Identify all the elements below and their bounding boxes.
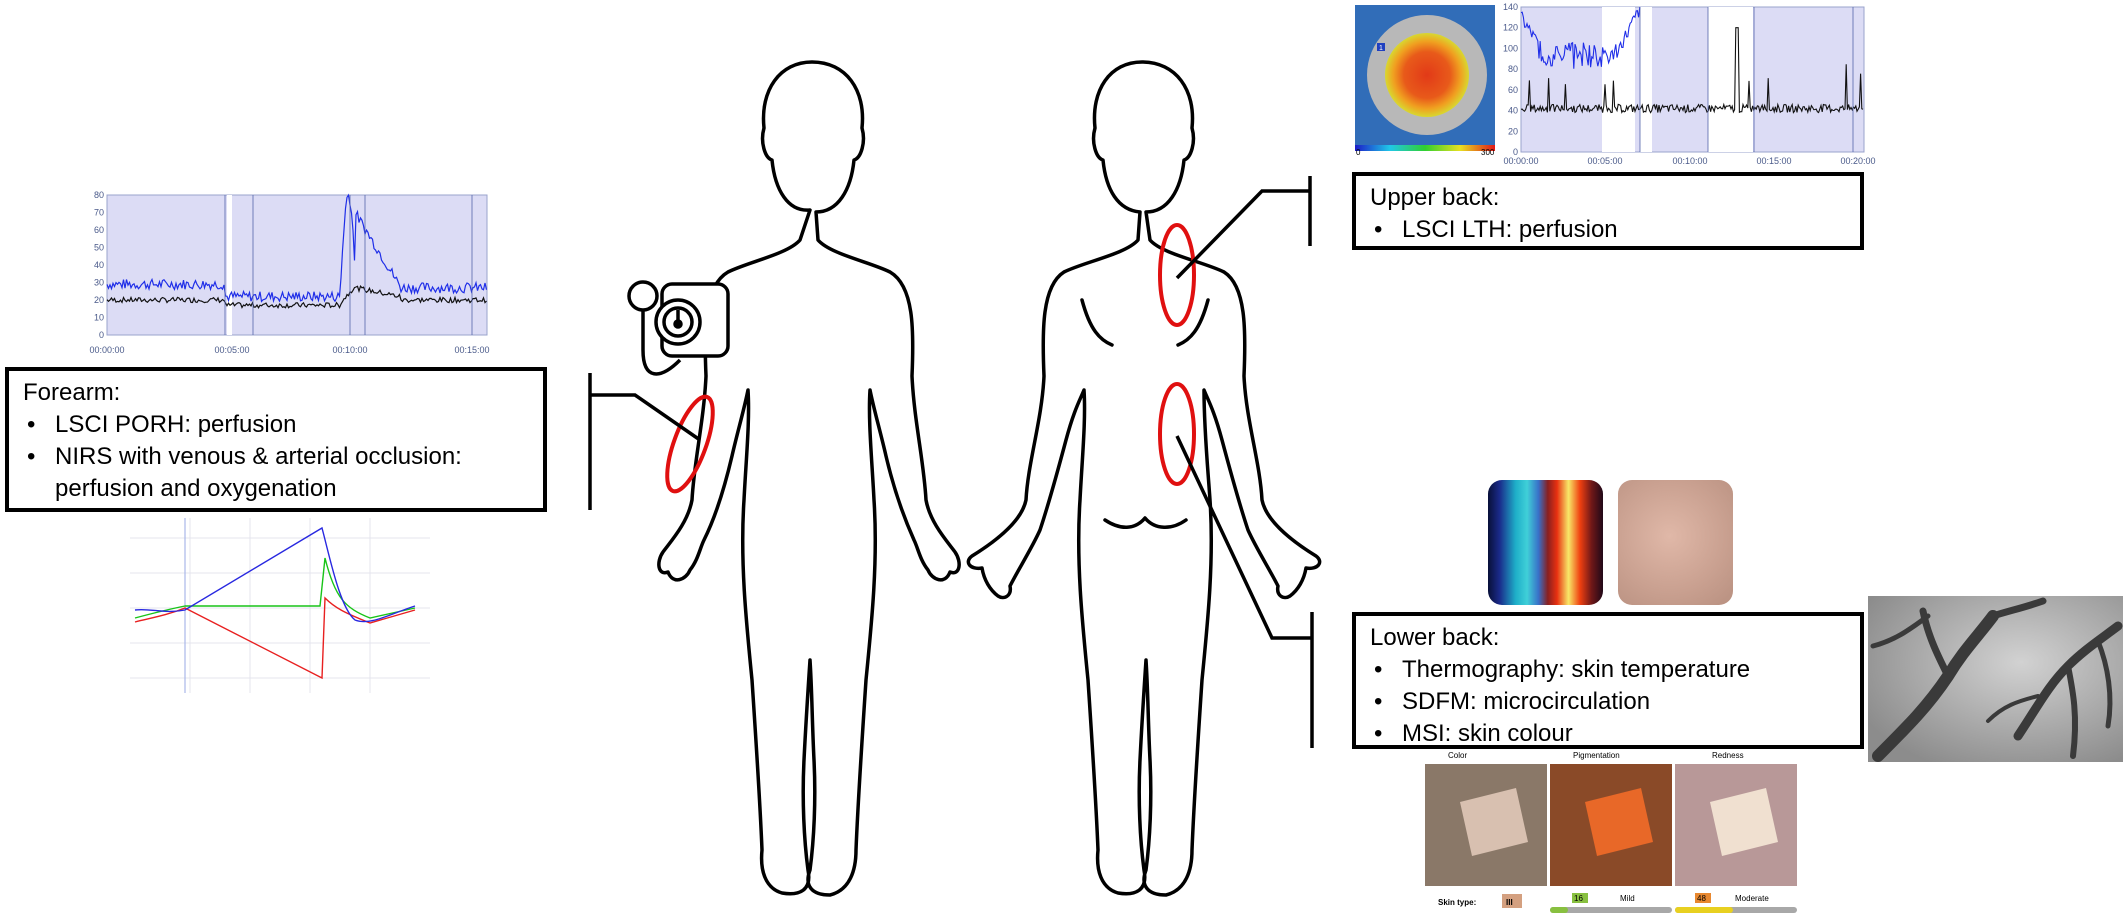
lth-y-tick: 60 [1508, 85, 1518, 95]
lth-colorbar-min: 0 [1356, 148, 1361, 157]
forearm-item: LSCI PORH: perfusion [23, 409, 529, 441]
lth-x-tick: 00:10:00 [1672, 156, 1707, 166]
lth-y-tick: 140 [1503, 2, 1518, 12]
nirs-red-series [134, 596, 416, 680]
lth-gap-band [1708, 7, 1753, 152]
nirs-occlusion-chart [130, 518, 430, 693]
porh-x-tick: 00:00:00 [89, 345, 124, 355]
back-shoulder-blade-left [1080, 298, 1114, 347]
sdfm-microcirculation-image [1868, 596, 2123, 762]
lth-gap-band [1640, 7, 1652, 152]
lower-back-region-oval [1158, 382, 1196, 486]
msi-redness-value: 48 [1697, 894, 1706, 903]
forearm-title: Forearm: [23, 379, 121, 406]
porh-y-tick: 50 [94, 243, 104, 253]
lth-y-tick: 20 [1508, 126, 1518, 136]
porh-y-tick: 60 [94, 225, 104, 235]
msi-skin-type-label: Skin type: [1438, 898, 1476, 907]
forearm-connector [588, 373, 701, 510]
lth-x-tick: 00:15:00 [1756, 156, 1791, 166]
lower-back-callout-box: Lower back: Thermography: skin temperatu… [1352, 612, 1864, 750]
porh-perfusion-chart: 80 70 60 50 40 30 20 10 0 00:00:00 00:05:00 00:10:… [89, 190, 489, 355]
lower-back-item: Thermography: skin temperature [1370, 654, 1846, 686]
lth-y-tick: 120 [1503, 23, 1518, 33]
blood-pressure-cuff-icon [627, 280, 730, 376]
msi-panel-label-redness: Redness [1712, 751, 1744, 760]
lower-back-title: Lower back: [1370, 624, 1500, 651]
upper-back-title: Upper back: [1370, 184, 1500, 211]
msi-panel-label-pigmentation: Pigmentation [1573, 751, 1620, 760]
porh-y-tick: 40 [94, 260, 104, 270]
lth-y-tick: 40 [1508, 106, 1518, 116]
msi-pigmentation-value: 16 [1574, 894, 1583, 903]
lth-black-series [1520, 27, 1864, 115]
porh-x-tick: 00:10:00 [332, 345, 367, 355]
upper-back-region-oval [1158, 223, 1196, 327]
lth-y-tick: 0 [1513, 147, 1518, 157]
lower-back-connector [1175, 435, 1314, 748]
porh-occlusion-band [227, 195, 232, 335]
lth-x-tick: 00:05:00 [1587, 156, 1622, 166]
msi-panel-label-color: Color [1448, 751, 1467, 760]
porh-y-tick: 80 [94, 190, 104, 200]
thermography-image [1488, 480, 1603, 605]
porh-y-tick: 10 [94, 313, 104, 323]
msi-skin-type-value: III [1506, 898, 1513, 907]
lth-perfusion-chart: 140 120 100 80 60 40 20 0 00:00:00 00:05:00 00:10… [1503, 2, 1876, 166]
upper-back-connector [1175, 176, 1312, 280]
lth-gap-band [1602, 7, 1635, 152]
back-buttocks-line [1103, 516, 1188, 529]
back-body-outline [966, 60, 1322, 897]
forearm-region-oval [665, 394, 715, 494]
porh-black-series [106, 285, 487, 310]
forearm-callout-box: Forearm: LSCI PORH: perfusion NIRS with … [5, 367, 547, 512]
msi-pigmentation-level: Mild [1620, 894, 1635, 903]
lth-plot-area [1520, 6, 1865, 153]
lth-y-tick: 80 [1508, 64, 1518, 74]
nirs-blue-series [134, 526, 416, 623]
upper-back-item: LSCI LTH: perfusion [1370, 214, 1846, 246]
lth-colorbar [1355, 145, 1495, 151]
lth-blue-series [1520, 6, 1641, 69]
porh-x-tick: 00:15:00 [454, 345, 489, 355]
lth-roi-marker: 1 [1379, 45, 1383, 52]
msi-pigmentation-bar [1550, 907, 1672, 913]
upper-back-callout-box: Upper back: LSCI LTH: perfusion [1352, 172, 1864, 250]
porh-y-tick: 20 [94, 295, 104, 305]
msi-redness-level: Moderate [1735, 894, 1769, 903]
skin-photo-image [1618, 480, 1733, 605]
porh-y-tick: 70 [94, 208, 104, 218]
porh-y-tick: 0 [99, 330, 104, 340]
lower-back-item: MSI: skin colour [1370, 718, 1846, 750]
lth-x-tick: 00:00:00 [1503, 156, 1538, 166]
lth-perfusion-image: 1 0 300 [1355, 5, 1495, 157]
porh-y-tick: 30 [94, 278, 104, 288]
lth-x-tick: 00:20:00 [1840, 156, 1875, 166]
msi-skin-colour-panels: Color Pigmentation Redness Skin type: II… [1425, 751, 1797, 913]
porh-x-tick: 00:05:00 [214, 345, 249, 355]
porh-plot-area [106, 194, 488, 336]
lower-back-item: SDFM: microcirculation [1370, 686, 1846, 718]
nirs-green-series [134, 557, 416, 619]
forearm-item: NIRS with venous & arterial occlusion: p… [23, 441, 525, 505]
back-shoulder-blade-right [1176, 298, 1210, 347]
lth-y-tick: 100 [1503, 43, 1518, 53]
porh-blue-series [106, 193, 488, 304]
front-body-outline [657, 60, 961, 897]
lth-colorbar-max: 300 [1481, 148, 1495, 157]
